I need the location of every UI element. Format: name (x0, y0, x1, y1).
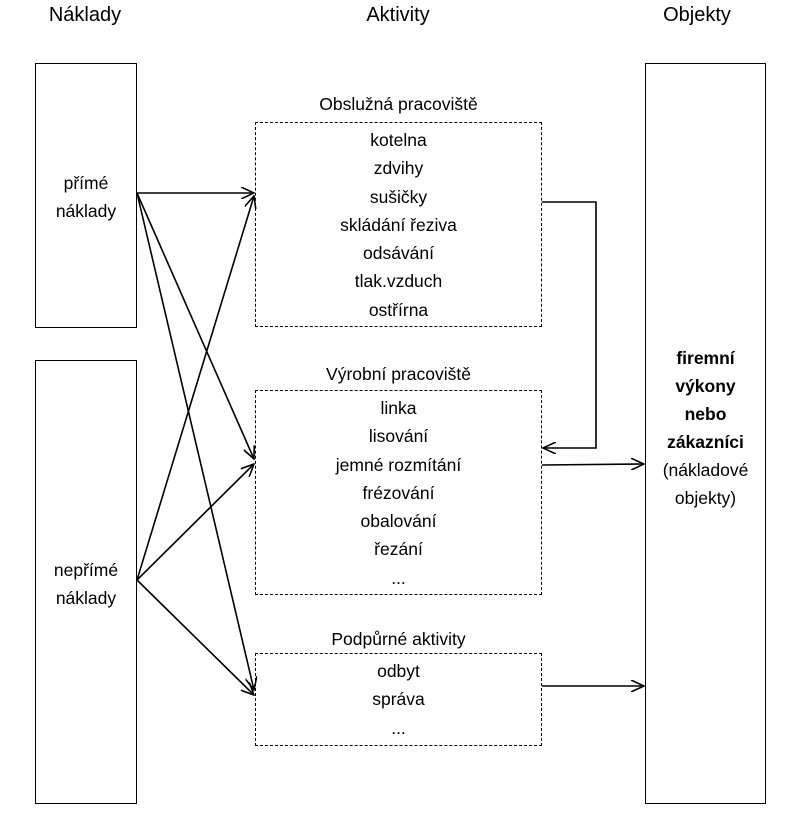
list-item: skládání řeziva (340, 214, 457, 235)
list-item: správa (372, 689, 425, 710)
arrow-indirect-to-service (136, 196, 254, 581)
arrow-indirect-to-production (136, 464, 254, 581)
direct-costs-box: přímé náklady (35, 63, 137, 328)
list-item: kotelna (370, 130, 427, 150)
arrow-direct-to-production (136, 192, 254, 459)
activity-title: Podpůrné aktivity (331, 629, 466, 649)
list-item: ... (391, 567, 406, 588)
activity-title: Výrobní pracoviště (326, 364, 471, 384)
header-objects: Objekty (663, 4, 731, 26)
list-item: obalování (360, 511, 437, 532)
arrow-indirect-to-support (136, 579, 254, 695)
arrow-direct-to-support (136, 192, 254, 690)
objects-line: zákazníci (667, 432, 744, 452)
activity-title: Obslužná pracoviště (319, 94, 478, 114)
list-item: linka (380, 398, 417, 418)
list-item: tlak.vzduch (354, 271, 443, 292)
list-item: ... (391, 717, 406, 738)
list-item: odbyt (377, 661, 420, 681)
list-item: ostřírna (368, 299, 429, 320)
header-activities: Aktivity (366, 4, 430, 26)
support-activities-box: odbyt správa ... (255, 653, 542, 746)
production-workplaces-box: linka lisování jemné rozmítání frézování… (255, 390, 542, 595)
arrow-production-to-objects (541, 464, 644, 465)
direct-costs-line: přímé (63, 173, 109, 193)
list-item: řezání (374, 539, 423, 560)
objects-line: objekty) (674, 488, 737, 508)
indirect-costs-box: nepřímé náklady (35, 360, 137, 804)
cost-objects-box: firemní výkony nebo zákazníci (nákladové… (645, 63, 766, 804)
service-workplaces-box: kotelna zdvihy sušičky skládání řeziva o… (255, 122, 542, 327)
objects-line: výkony (675, 376, 736, 396)
list-item: frézování (362, 482, 435, 503)
list-item: sušičky (369, 186, 428, 207)
list-item: odsávání (362, 243, 435, 264)
arrow-service-to-production (542, 201, 597, 448)
list-item: zdvihy (373, 158, 424, 179)
list-item: jemné rozmítání (335, 454, 462, 475)
objects-line: (nákladové (662, 460, 749, 480)
objects-line: nebo (684, 404, 727, 424)
header-costs: Náklady (48, 4, 122, 26)
indirect-costs-line: nepřímé (53, 560, 119, 580)
objects-line: firemní (676, 348, 735, 368)
list-item: lisování (368, 426, 429, 447)
direct-costs-line: náklady (55, 201, 117, 221)
indirect-costs-line: náklady (55, 588, 117, 608)
